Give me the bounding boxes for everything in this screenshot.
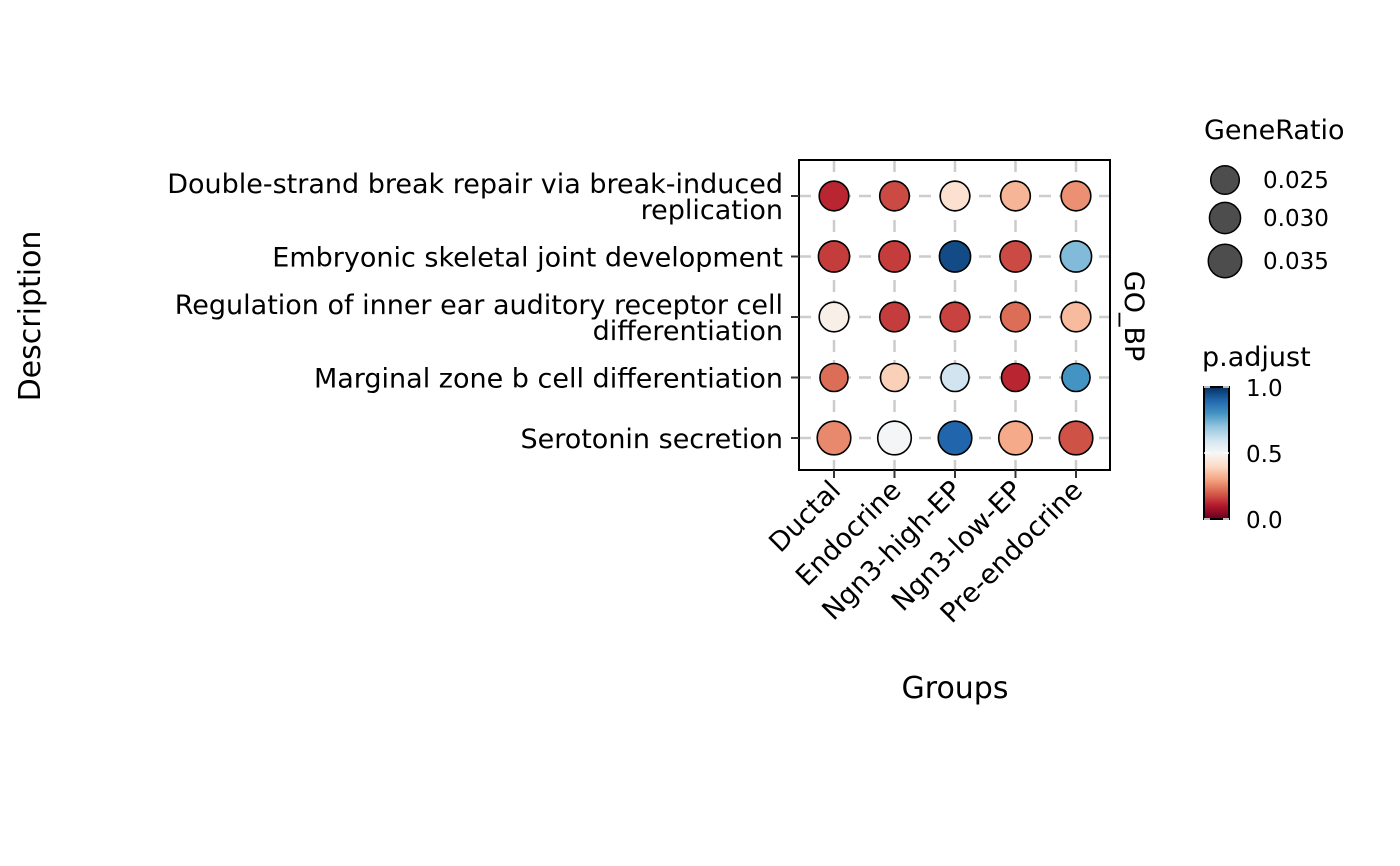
data-point (1061, 362, 1091, 393)
data-point (939, 301, 971, 333)
y-tick-label: Marginal zone b cell differentiation (314, 364, 783, 395)
colorbar-tick-label: 1.0 (1246, 376, 1283, 402)
data-point (999, 240, 1032, 273)
data-point (938, 240, 972, 273)
size-legend-label: 0.030 (1263, 206, 1329, 232)
data-point (818, 301, 850, 333)
data-point (999, 180, 1032, 212)
data-point (817, 240, 851, 273)
color-legend: p.adjust 0.0 0.5 1.0 (1202, 342, 1311, 534)
y-tick-label: differentiation (593, 316, 783, 347)
data-point (1060, 301, 1092, 333)
data-point (878, 240, 911, 273)
data-point (1060, 180, 1092, 212)
data-points (816, 180, 1094, 456)
size-legend-marker (1209, 164, 1241, 196)
size-legend: GeneRatio 0.025 0.030 0.035 (1204, 115, 1345, 279)
x-axis: DuctalEndocrineNgn3-high-EPNgn3-low-EPPr… (763, 470, 1089, 629)
y-axis-title: Description (13, 231, 48, 402)
size-legend-title: GeneRatio (1204, 115, 1345, 146)
data-point (1000, 362, 1031, 393)
data-point (937, 420, 973, 456)
data-point (818, 180, 850, 212)
data-point (939, 180, 971, 212)
y-tick-label: replication (641, 195, 783, 226)
data-point (1059, 240, 1093, 273)
data-point (816, 420, 852, 456)
data-point (997, 420, 1034, 456)
data-point (819, 362, 849, 393)
data-point (940, 362, 970, 393)
size-legend-marker (1207, 243, 1243, 279)
facet-strip-label: GO_BP (1118, 271, 1149, 361)
y-tick-label: Embryonic skeletal joint development (272, 243, 783, 274)
size-legend-marker (1208, 201, 1242, 235)
data-point (876, 420, 913, 456)
data-point (878, 301, 911, 333)
y-tick-label: Double-strand break repair via break-ind… (167, 169, 783, 200)
size-legend-label: 0.035 (1263, 249, 1329, 275)
colorbar-tick-label: 0.0 (1246, 508, 1283, 534)
x-axis-title: Groups (902, 671, 1009, 706)
colorbar-tick-label: 0.5 (1246, 442, 1283, 468)
y-tick-label: Regulation of inner ear auditory recepto… (175, 290, 783, 321)
y-axis: Double-strand break repair via break-ind… (167, 169, 799, 455)
data-point (1058, 420, 1094, 456)
size-legend-label: 0.025 (1263, 168, 1329, 194)
data-point (999, 301, 1032, 333)
data-point (878, 180, 911, 212)
color-legend-title: p.adjust (1202, 342, 1311, 373)
y-tick-label: Serotonin secretion (520, 424, 783, 455)
data-point (879, 362, 910, 393)
